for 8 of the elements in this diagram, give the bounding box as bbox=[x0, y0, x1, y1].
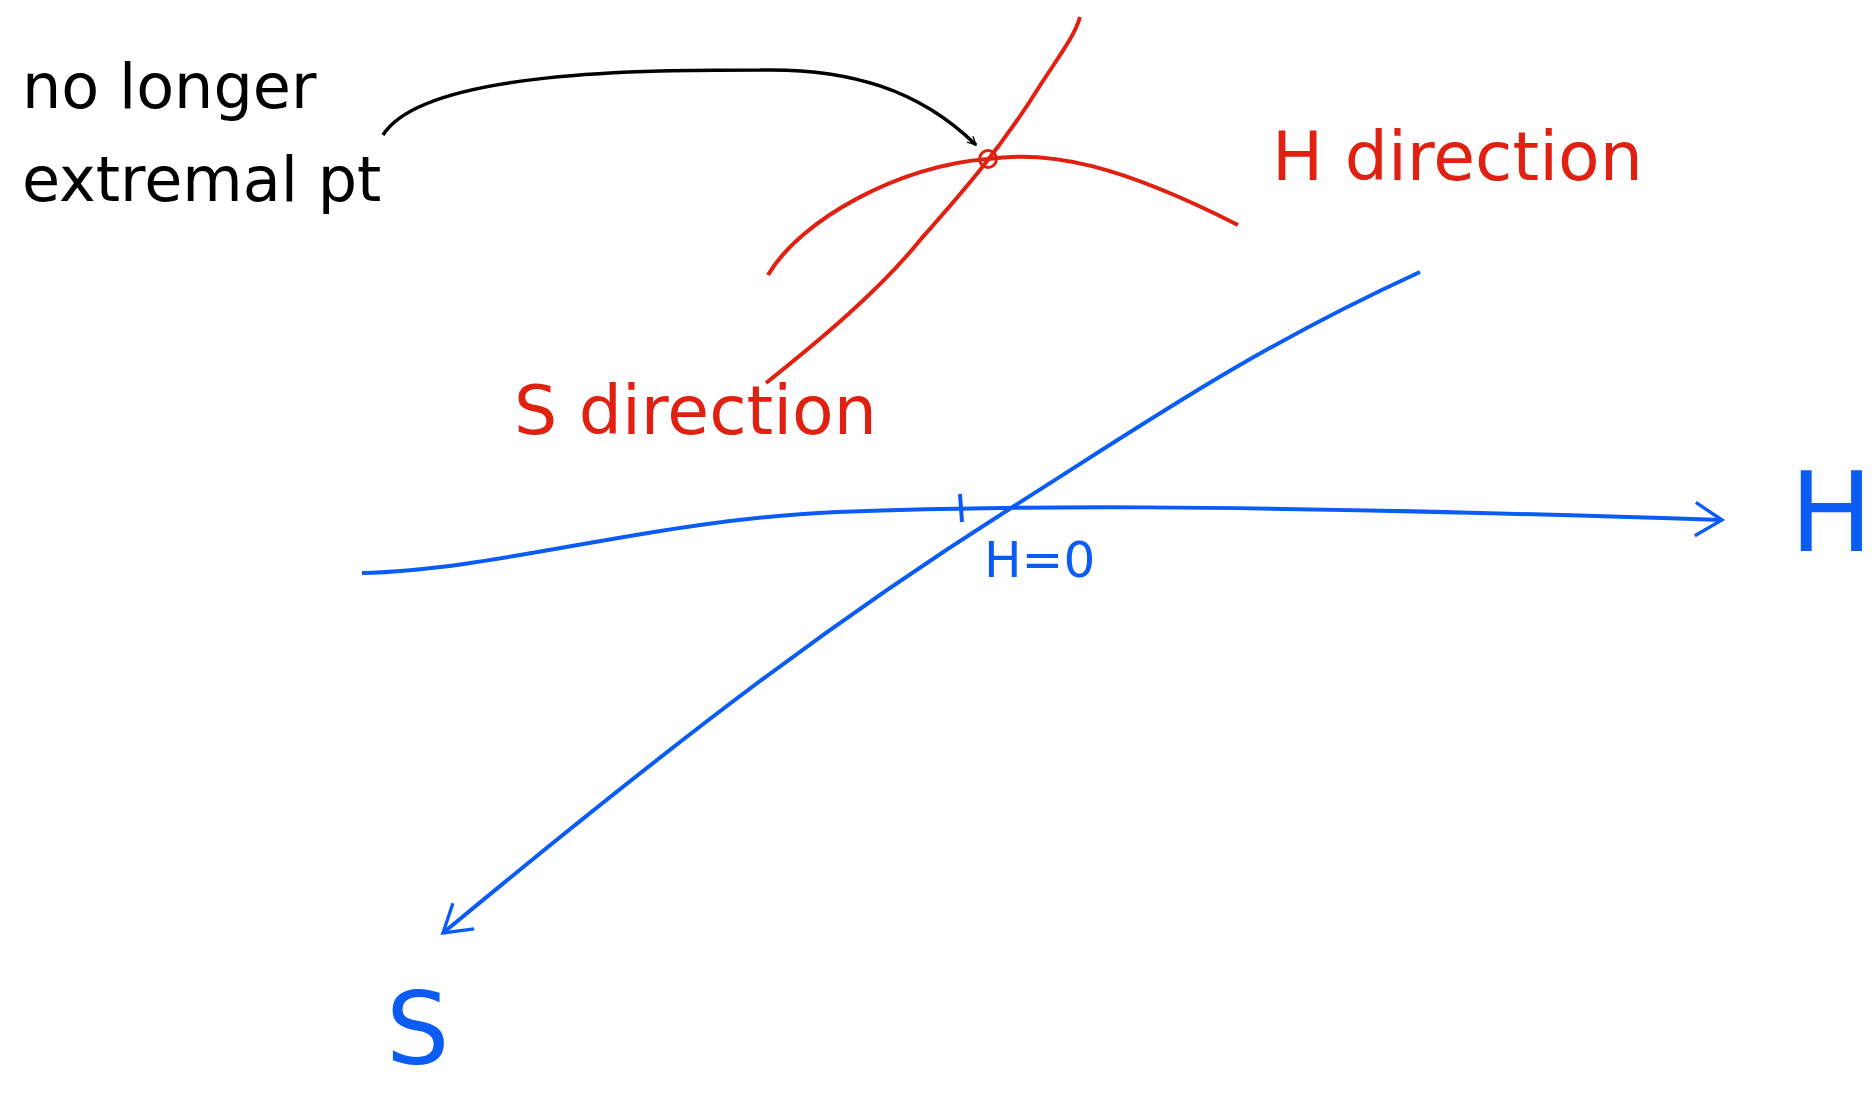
origin-label: H=0 bbox=[984, 532, 1096, 590]
axis-label: H bbox=[1790, 450, 1873, 577]
curve-label: H direction bbox=[1272, 118, 1643, 197]
annotation-text: no longer extremal pt bbox=[22, 40, 384, 226]
axis-label: S bbox=[386, 972, 450, 1087]
intersection-point bbox=[978, 149, 998, 169]
curve-label: S direction bbox=[514, 372, 877, 451]
arrow bbox=[381, 68, 978, 147]
